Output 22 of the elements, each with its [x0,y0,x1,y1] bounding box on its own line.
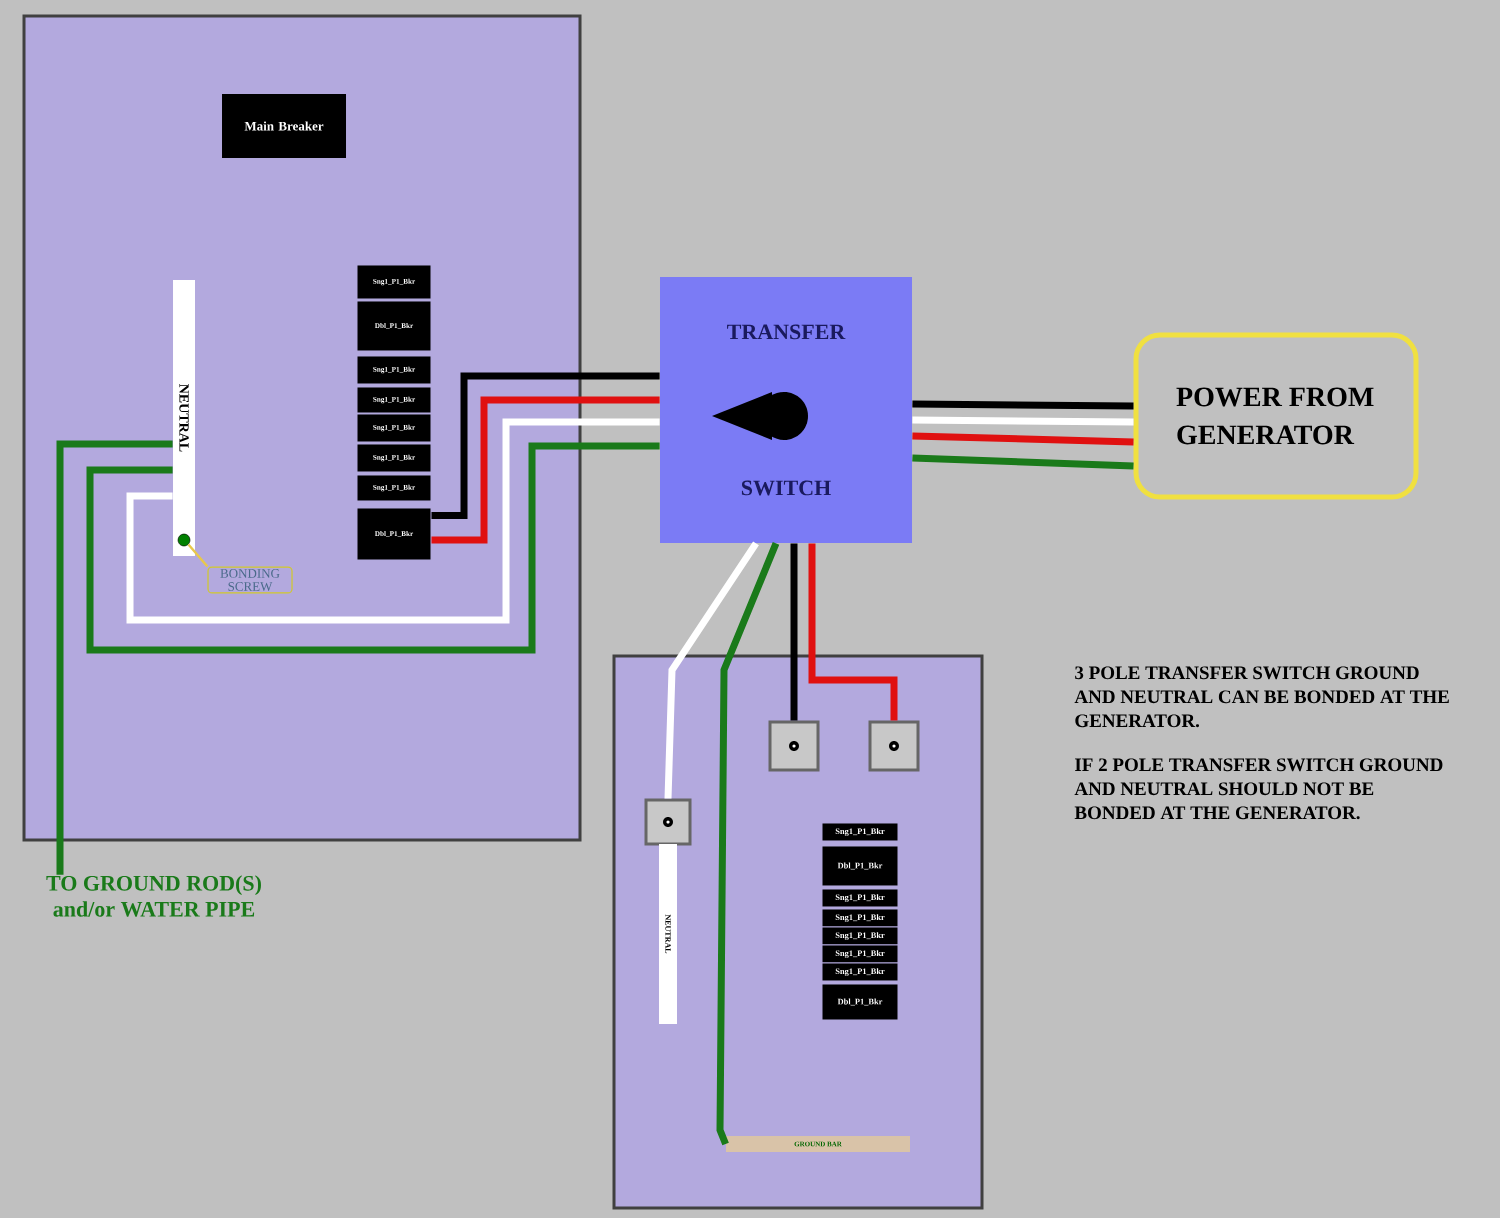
terminal-lug [644,798,692,846]
note-text: TO GROUND ROD(S) and/or WATER PIPE [46,875,261,917]
wire [808,543,898,721]
terminal-lug [768,720,820,772]
terminal-lug [868,720,920,772]
wire [86,442,660,654]
bonding-screw [177,533,191,547]
wire [431,396,660,544]
leader-line [187,543,209,568]
wire [912,400,1134,410]
wire [664,541,759,799]
wire [912,432,1134,446]
wire [56,440,173,875]
wire [912,416,1134,426]
wire [431,372,660,519]
wire [716,542,780,1146]
wire [790,543,798,721]
note-text: 3 POLE TRANSFER SWITCH GROUND AND NEUTRAL CAN BE BONDED AT THE GENERATOR. IF 2 POLE TRANSFER SWITCH GROUND AND NEUTRAL SHOULD NOT BE BONDED AT THE GENERATOR. [1074,666,1449,820]
wire [126,418,660,624]
generator-box: POWER FROM GENERATOR [1133,332,1419,500]
transfer-switch-box: TRANSFER SWITCH [660,277,912,543]
wire [912,454,1134,470]
